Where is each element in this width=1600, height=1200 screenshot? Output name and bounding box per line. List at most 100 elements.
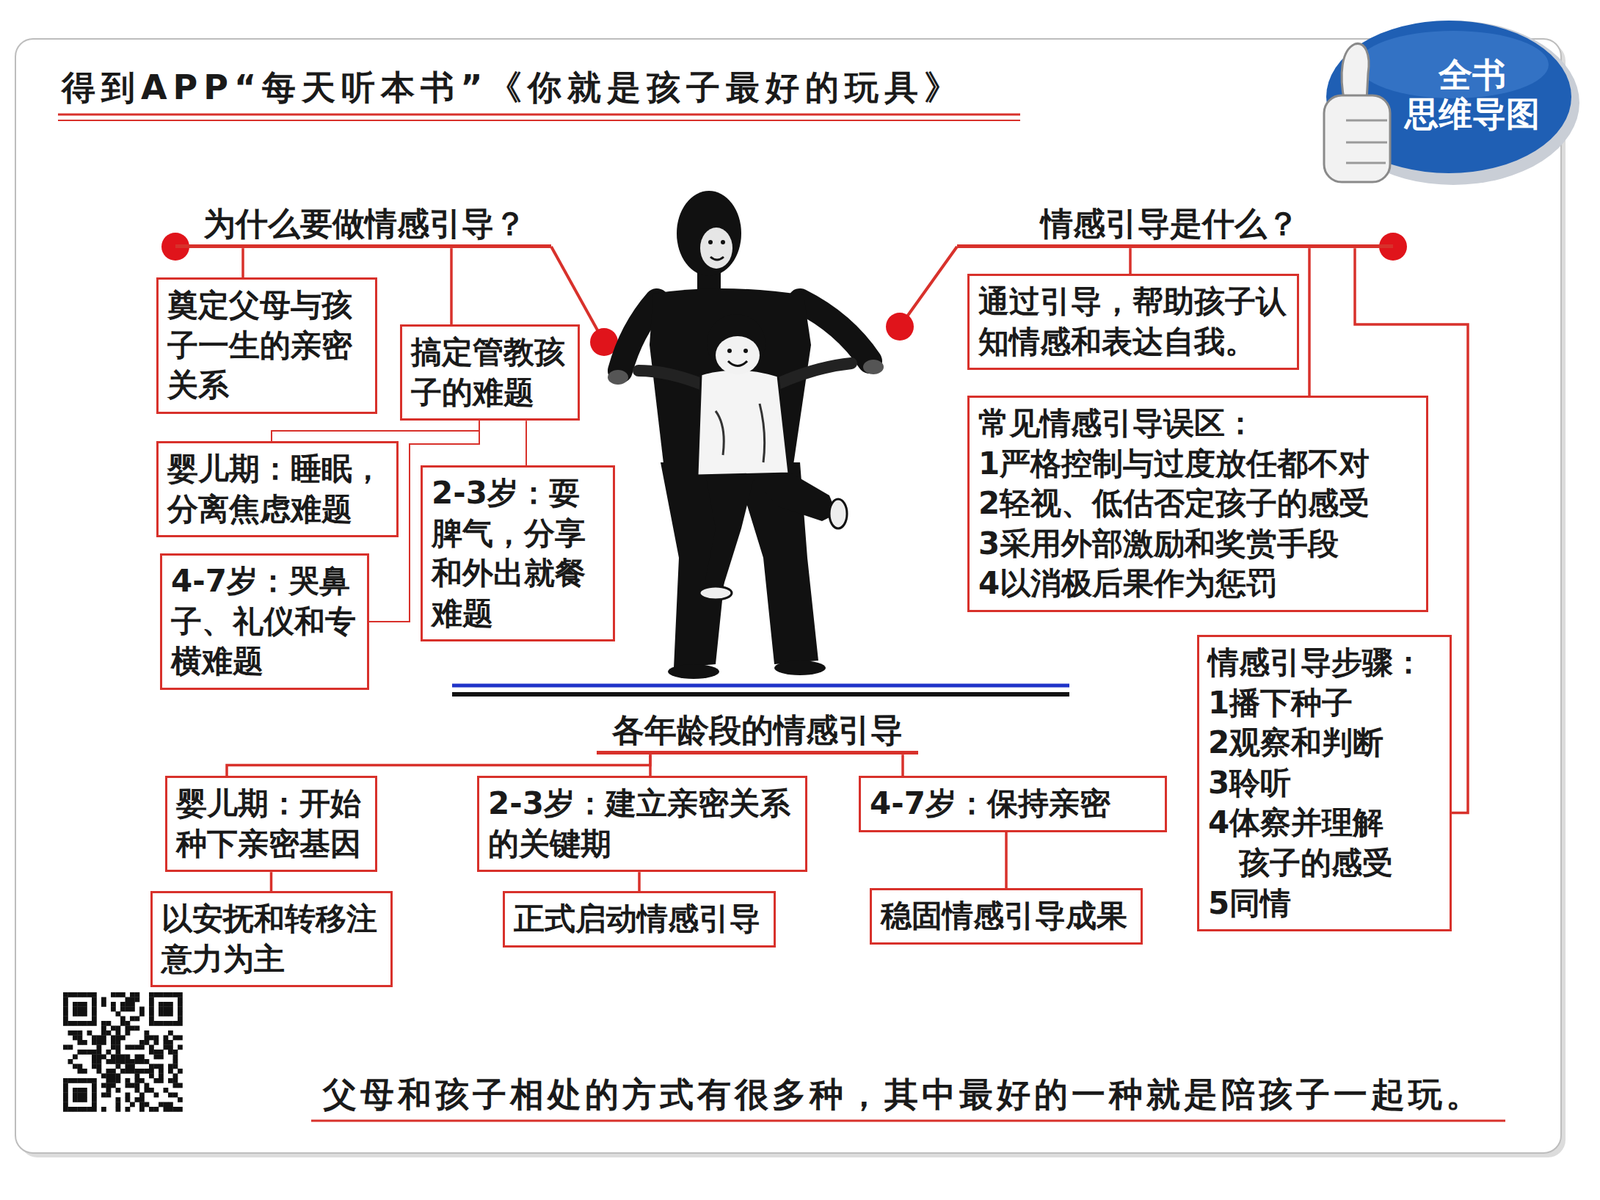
- qr-module: [87, 1020, 93, 1027]
- qr-module: [91, 1097, 97, 1103]
- qr-module: [129, 1102, 136, 1108]
- qr-module: [158, 992, 164, 998]
- qr-module: [110, 1054, 116, 1060]
- qr-module: [72, 1011, 78, 1017]
- qr-module: [82, 1020, 88, 1027]
- qr-module: [82, 1078, 88, 1084]
- qr-module: [125, 1097, 131, 1103]
- node-text: 婴儿期：睡眠，分离焦虑难题: [167, 449, 388, 530]
- qr-module: [154, 1035, 160, 1041]
- qr-module: [135, 997, 141, 1003]
- qr-module: [91, 1059, 97, 1065]
- qr-module: [115, 1102, 122, 1108]
- topic-box: 常见情感引导误区：1严格控制与过度放任都不对2轻视、低估否定孩子的感受3采用外部…: [967, 395, 1429, 613]
- qr-module: [91, 1092, 97, 1098]
- qr-module: [106, 1083, 112, 1089]
- topic-box: 情感引导步骤：1播下种子2观察和判断3聆听4体察并理解 孩子的感受5同情: [1197, 634, 1452, 932]
- qr-module: [101, 1054, 107, 1060]
- qr-module: [177, 1001, 183, 1007]
- qr-module: [158, 1054, 164, 1060]
- qr-module: [148, 1106, 155, 1112]
- qr-module: [115, 1087, 122, 1093]
- qr-module: [148, 1016, 155, 1022]
- qr-module: [148, 1045, 155, 1051]
- qr-module: [63, 992, 69, 998]
- qr-module: [144, 1040, 150, 1046]
- qr-module: [68, 992, 74, 998]
- qr-module: [148, 1073, 155, 1079]
- qr-module: [77, 1097, 83, 1103]
- qr-module: [173, 1083, 179, 1089]
- qr-module: [91, 1011, 97, 1017]
- qr-module: [72, 1020, 78, 1027]
- qr-module: [77, 1011, 83, 1017]
- fist-icon: [1324, 95, 1391, 183]
- node-text: 以安抚和转移注意力为主: [161, 899, 382, 980]
- caption-underline: [311, 1120, 1506, 1123]
- qr-module: [91, 1083, 97, 1089]
- qr-module: [115, 1045, 122, 1051]
- qr-module: [144, 1087, 150, 1093]
- figure-shoe: [774, 660, 826, 676]
- qr-module: [139, 1040, 145, 1046]
- qr-module: [158, 1102, 164, 1108]
- qr-module: [177, 1016, 183, 1022]
- qr-module: [63, 1106, 69, 1112]
- qr-module: [135, 1083, 141, 1089]
- qr-module: [135, 1026, 141, 1032]
- qr-module: [77, 1068, 83, 1074]
- qr-module: [101, 1026, 107, 1032]
- figure-eye: [720, 240, 726, 245]
- qr-module: [101, 1092, 107, 1098]
- qr-module: [129, 1026, 136, 1032]
- child-leg: [704, 469, 756, 588]
- qr-module: [120, 1020, 126, 1027]
- qr-module: [87, 1049, 93, 1055]
- qr-module: [148, 1011, 155, 1017]
- qr-module: [120, 1016, 126, 1022]
- qr-module: [139, 1097, 145, 1103]
- connector-line: [1004, 832, 1008, 889]
- qr-module: [168, 992, 174, 998]
- child-leg: [748, 469, 837, 522]
- topic-box: 正式启动情感引导: [502, 891, 776, 948]
- qr-module: [82, 1011, 88, 1017]
- child-eye: [727, 348, 732, 354]
- qr-module: [139, 1078, 145, 1084]
- node-text: 稳固情感引导成果: [880, 896, 1132, 937]
- qr-module: [115, 1011, 122, 1017]
- qr-module: [87, 1030, 93, 1036]
- qr-module: [163, 992, 169, 998]
- qr-module: [106, 1020, 112, 1027]
- qr-module: [68, 1078, 74, 1084]
- qr-module: [77, 1006, 83, 1013]
- qr-module: [168, 1102, 174, 1108]
- qr-module: [173, 1064, 179, 1070]
- qr-module: [63, 1016, 69, 1022]
- qr-module: [177, 992, 183, 998]
- qr-module: [82, 1087, 88, 1093]
- qr-module: [129, 1006, 136, 1013]
- page-frame: [15, 38, 1562, 1154]
- qr-module: [91, 1078, 97, 1084]
- topic-box: 2-3岁：建立亲密关系的关键期: [477, 775, 808, 872]
- qr-module: [115, 1064, 122, 1070]
- qr-module: [144, 1059, 150, 1065]
- qr-module: [168, 1045, 174, 1051]
- qr-module: [163, 1040, 169, 1046]
- thumb-icon: [1341, 43, 1369, 103]
- qr-module: [129, 1068, 136, 1074]
- qr-module: [82, 1106, 88, 1112]
- qr-module: [101, 1040, 107, 1046]
- topic-box: 以安抚和转移注意力为主: [150, 891, 393, 988]
- qr-module: [110, 1026, 116, 1032]
- qr-module: [63, 1083, 69, 1089]
- qr-module: [110, 1001, 116, 1007]
- qr-module: [96, 1045, 103, 1051]
- child-eye: [743, 348, 748, 354]
- qr-module: [154, 1049, 160, 1055]
- qr-module: [144, 1083, 150, 1089]
- qr-module: [110, 1078, 116, 1084]
- page-title: 得到APP“每天听本书”《你就是孩子最好的玩具》: [61, 67, 965, 108]
- qr-module: [158, 1064, 164, 1070]
